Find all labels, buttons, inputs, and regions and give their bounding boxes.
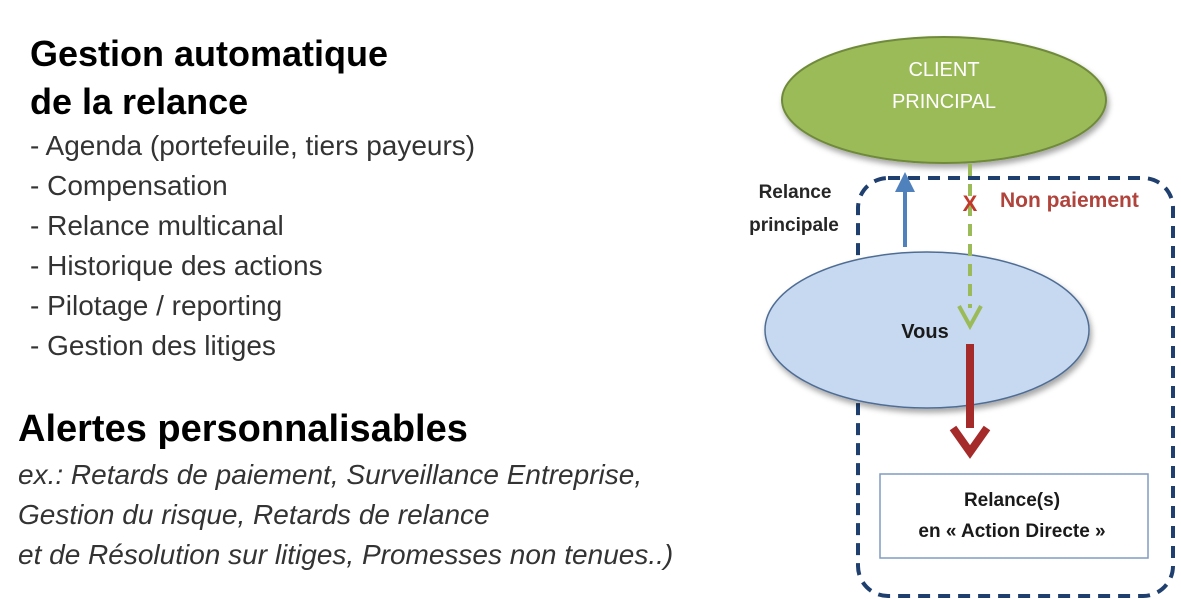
feature-list: - Agenda (portefeuile, tiers payeurs) - … bbox=[30, 126, 475, 366]
vous-ellipse bbox=[764, 251, 1090, 409]
alerts-examples: ex.: Retards de paiement, Surveillance E… bbox=[18, 455, 673, 575]
action-directe-box bbox=[879, 473, 1149, 559]
title-line-1: Gestion automatique bbox=[30, 33, 389, 74]
alerts-example-line: ex.: Retards de paiement, Surveillance E… bbox=[18, 459, 643, 490]
relance-principale-label-2: principale bbox=[749, 215, 839, 236]
non-paiement-x-mark: X bbox=[963, 191, 978, 216]
non-paiement-label: Non paiement bbox=[1000, 189, 1139, 212]
feature-item: - Pilotage / reporting bbox=[30, 290, 283, 321]
feature-item: - Historique des actions bbox=[30, 250, 323, 281]
page-title: Gestion automatique de la relance bbox=[30, 30, 388, 126]
title-line-2: de la relance bbox=[30, 81, 249, 122]
feature-item: - Agenda (portefeuile, tiers payeurs) bbox=[30, 130, 476, 161]
relance-principale-label-1: Relance bbox=[759, 182, 832, 203]
non-paiement-arrowhead bbox=[957, 305, 983, 331]
feature-item: - Relance multicanal bbox=[30, 210, 284, 241]
client-label-line-1: CLIENT bbox=[908, 59, 979, 81]
alerts-title: Alertes personnalisables bbox=[18, 408, 468, 450]
action-directe-label-2: en « Action Directe » bbox=[918, 521, 1105, 542]
client-principal-ellipse bbox=[781, 36, 1107, 164]
alerts-example-line: Gestion du risque, Retards de relance bbox=[18, 499, 490, 530]
action-directe-label-1: Relance(s) bbox=[964, 490, 1060, 511]
alerts-example-line: et de Résolution sur litiges, Promesses … bbox=[18, 539, 674, 570]
feature-item: - Compensation bbox=[30, 170, 228, 201]
client-label-line-2: PRINCIPAL bbox=[892, 91, 996, 113]
vous-label: Vous bbox=[901, 321, 948, 343]
action-directe-arrowhead bbox=[949, 425, 991, 459]
feature-item: - Gestion des litiges bbox=[30, 330, 276, 361]
